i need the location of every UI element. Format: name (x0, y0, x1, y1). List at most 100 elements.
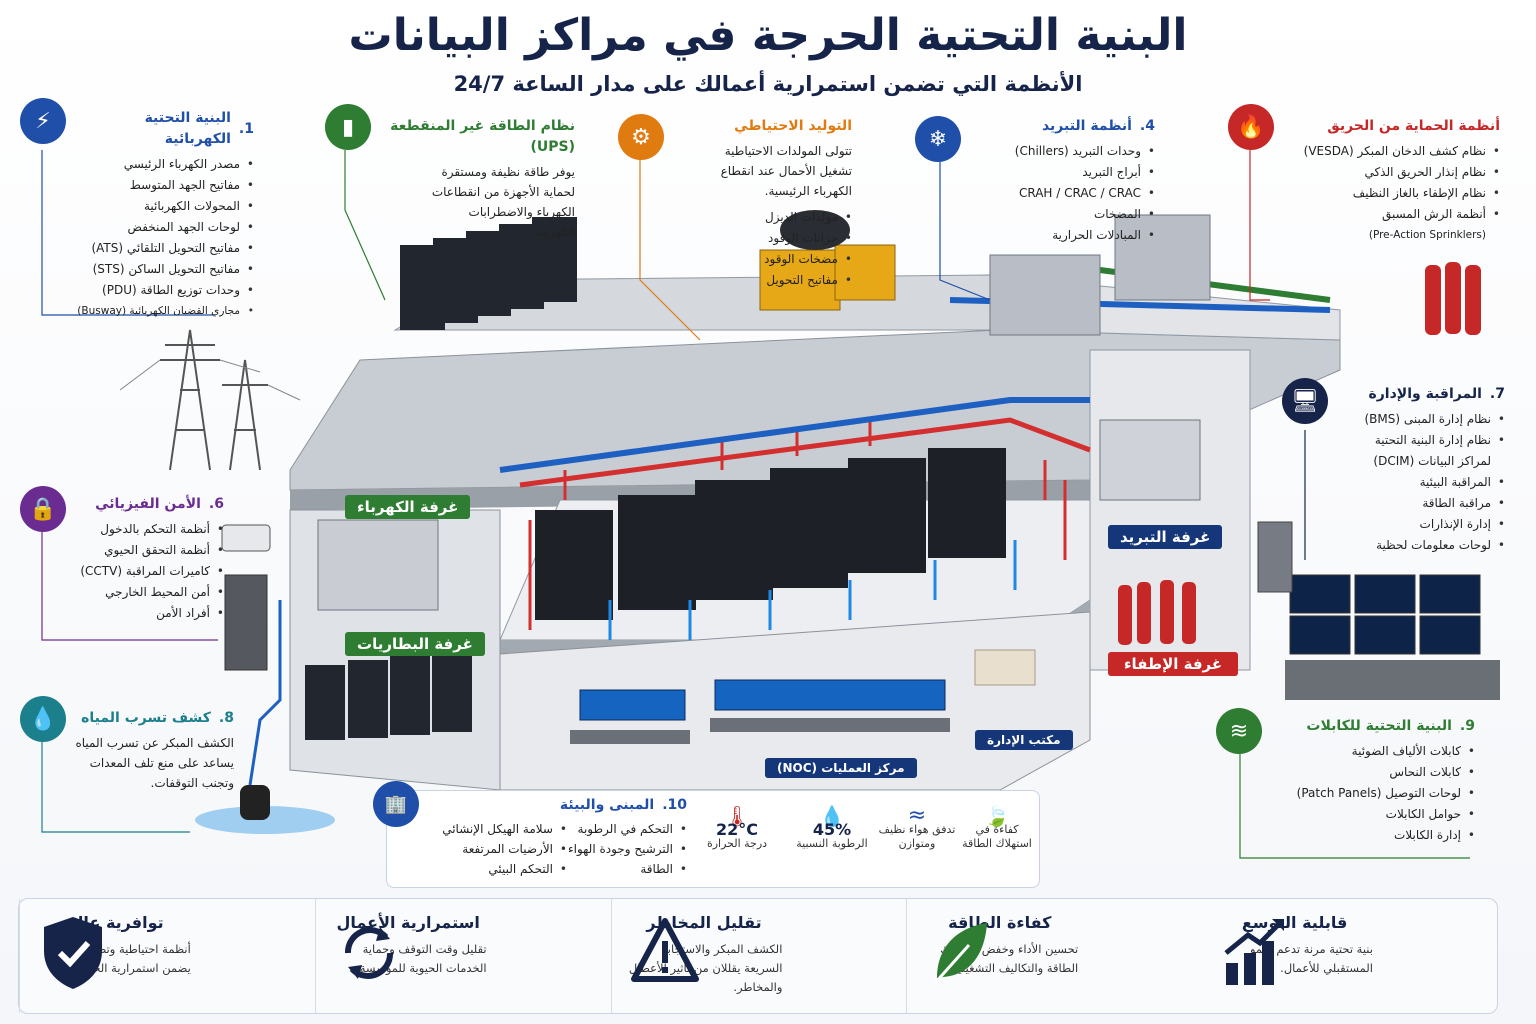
cable-icon: ≋ (1216, 708, 1262, 754)
section-power: 1. البنية التحتية الكهربائية مصدر الكهربا… (74, 108, 254, 322)
text: أنظمة الحماية من الحريق (1290, 116, 1500, 137)
leaf-icon: 🍃 (984, 804, 1010, 828)
list-item: الترشيح وجودة الهواء (567, 839, 687, 859)
list-item: لوحات الجهد المنخفض (74, 217, 255, 238)
droplet-icon: 💧 (20, 696, 66, 742)
benefit-risk-reduction: تقليل المخاطر الكشف المبكر والاستجابة ال… (610, 899, 907, 1013)
section-list: وحدات التبريد (Chillers)أبراج التبريدCRA… (975, 141, 1155, 246)
section-title: أنظمة الحماية من الحريق (1327, 118, 1500, 134)
building-icon: 🏢 (373, 781, 419, 827)
list-item: المضخات (975, 204, 1155, 225)
section-ups: نظام الطاقة غير المنقطعة (UPS) يوفر طاقة… (375, 116, 575, 242)
text: الرطوبة النسبية (796, 837, 868, 850)
section-number: 8. (218, 710, 234, 726)
thermometer-icon: 🌡 (724, 804, 750, 828)
section-list: مصدر الكهرباء الرئيسيمفاتيح الجهد المتوس… (74, 154, 254, 322)
list-item: إدارة الإنذارات (1345, 514, 1505, 535)
list-item: إدارة الكابلات (1275, 825, 1475, 846)
section-title: المراقبة والإدارة (1368, 386, 1482, 402)
metric-humidity: 💧 45% الرطوبة النسبية (792, 804, 872, 851)
list-item: نظام كشف الدخان المبكر (VESDA) (1290, 141, 1500, 162)
list-item: التحكم في الرطوبة (567, 819, 687, 839)
section-number: 1. (238, 120, 254, 137)
shield-check-icon (44, 917, 102, 989)
text: درجة الحرارة (706, 837, 768, 850)
flame-icon: 🔥 (1228, 104, 1274, 150)
text: 22°C (715, 820, 758, 839)
list-item: نظام الإطفاء بالغاز النظيف (1290, 183, 1500, 204)
airflow-icon: ≈ (907, 803, 927, 828)
humidity-icon: 💧 (819, 804, 845, 828)
section-title: التوليد الاحتياطي (734, 118, 852, 134)
text: الكهربية. (532, 225, 575, 239)
section-title: أنظمة التبريد (1041, 118, 1132, 134)
section-list: كابلات الألياف الضوئيةكابلات النحاسلوحات… (1275, 741, 1475, 846)
text: وتجنب التوقفات. (150, 776, 234, 790)
text: نظام الطاقة غير المنقطعة (UPS) (375, 116, 575, 158)
text: سلامة الهيكل الإنشائيالأرضيات المرتفعةال… (427, 819, 567, 879)
list-item: وحدات التبريد (Chillers) (975, 141, 1155, 162)
section-number: 7. (1489, 386, 1505, 402)
section-title: كشف تسرب المياه (81, 710, 211, 726)
room-label-suppression: غرفة الإطفاء (1108, 652, 1238, 676)
lock-icon: 🔒 (20, 486, 66, 532)
room-label-electrical: غرفة الكهرباء (345, 495, 471, 519)
list-item: سلامة الهيكل الإنشائي (427, 819, 567, 839)
section-number: 4. (1139, 118, 1155, 134)
text: تقليل وقت التوقف وحماية الخدمات الحيوية … (356, 942, 487, 975)
power-tower-icon (119, 329, 301, 471)
list-item: كاميرات المراقبة (CCTV) (74, 561, 224, 582)
lightning-icon: ⚡ (20, 98, 66, 144)
text: يوفر طاقة نظيفة ومستقرة (441, 165, 575, 179)
list-item: الطاقة (567, 859, 687, 879)
benefit-business-continuity: استمرارية الأعمال تقليل وقت التوقف وحماي… (314, 899, 611, 1013)
list-item: لوحات التوصيل (Patch Panels) (1275, 783, 1475, 804)
text: 8. كشف تسرب المياه (74, 708, 234, 729)
list-item: أنظمة التحقق الحيوي (74, 540, 224, 561)
section-title: المبنى والبيئة (559, 797, 655, 813)
text: كفاءة في استهلاك الطاقة (962, 823, 1032, 850)
section-title: نظام الطاقة غير المنقطعة (UPS) (390, 118, 575, 155)
text: 10.المبنى والبيئة (427, 795, 687, 816)
section-number: 6. (208, 496, 224, 512)
list-item: أنظمة الرش المسبق (1290, 204, 1500, 225)
section-cabling: 9.البنية التحتية للكابلات كابلات الألياف… (1275, 716, 1475, 846)
text: 7. المراقبة والإدارة (1345, 384, 1505, 405)
text: الكهرباء الرئيسية. (764, 184, 852, 198)
server-racks (535, 448, 1006, 620)
section-title: البنية التحتية الكهربائية (144, 110, 231, 147)
list-item: مفاتيح التحويل التلقائي (ATS) (74, 238, 254, 259)
monitor-icon: 🖥 (1282, 378, 1328, 424)
section-water: 8.كشف تسرب المياه الكشف المبكر عن تسرب ا… (74, 708, 234, 793)
list-item: مفاتيح التحويل (672, 270, 852, 291)
benefit-energy-efficiency: كفاءة الطاقة تحسين الأداء وخفض استهلاك ا… (906, 899, 1202, 1013)
growth-chart-icon (1224, 919, 1285, 985)
text: قابلية التوسع (1241, 913, 1348, 932)
text: تقليل المخاطر (646, 913, 762, 932)
list-item: التحكم البيئي (427, 859, 567, 879)
section-list: نظام إدارة المبنى (BMS)نظام إدارة البنية… (1345, 409, 1505, 556)
benefit-scalability: قابلية التوسع بنية تحتية مرنة تدعم النمو… (1202, 899, 1497, 1013)
metric-airflow: ≈ تدفق هواء نظيف ومتوازن (877, 803, 957, 851)
list-item: مصدر الكهرباء الرئيسي (74, 154, 254, 175)
list-item: لوحات معلومات لحظية (1345, 535, 1505, 556)
battery-icon: ▮ (325, 104, 371, 150)
snowflake-icon: ❄ (915, 116, 961, 162)
text: يساعد على منع تلف المعدات (89, 756, 234, 770)
list-item: مراقبة الطاقة (1345, 493, 1505, 514)
text: الكهرباء والاضطرابات (468, 205, 575, 219)
section-monitoring: 7. المراقبة والإدارة نظام إدارة المبنى (B… (1345, 384, 1505, 556)
text: بنية تحتية مرنة تدعم النمو المستقبلي للأ… (1249, 942, 1373, 975)
text: 4. أنظمة التبريد (975, 116, 1155, 137)
list-item: مضخات الوقود (672, 249, 852, 270)
list-item: أمن المحيط الخارجي (74, 582, 224, 603)
list-item: المحولات الكهربائية (74, 196, 254, 217)
generator-icon: ⚙ (618, 114, 664, 160)
text: تدفق هواء نظيف ومتوازن (878, 823, 956, 850)
section-list: أنظمة التحكم بالدخولأنظمة التحقق الحيويك… (74, 519, 224, 624)
cycle-icon (344, 927, 393, 979)
list-item: مولدات الديزل (672, 207, 852, 228)
section-title: البنية التحتية للكابلات (1306, 718, 1452, 734)
page-title: البنية التحتية الحرجة في مراكز البيانات (348, 10, 1188, 61)
